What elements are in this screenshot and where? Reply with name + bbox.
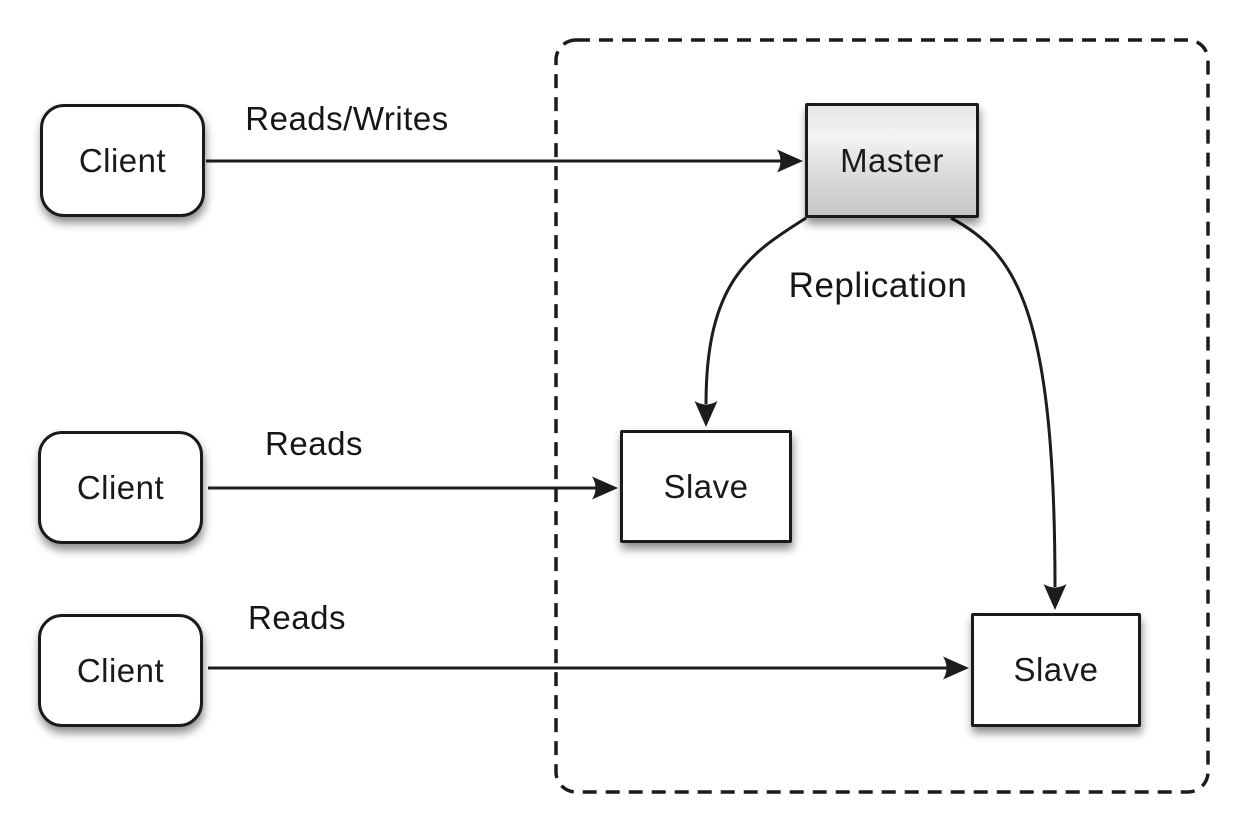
arrowhead-icon	[943, 656, 969, 680]
edge-curve	[950, 216, 1057, 588]
arrowhead-icon	[694, 401, 718, 427]
node-client-3: Client	[38, 614, 203, 727]
edge-master-slave2	[950, 216, 1067, 610]
node-slave-2: Slave	[971, 613, 1141, 727]
replication-cluster-boundary	[554, 38, 1210, 794]
node-label: Slave	[663, 467, 749, 505]
edge-master-slave1	[694, 216, 807, 427]
edge-label-reads-writes: Reads/Writes	[245, 100, 449, 137]
node-label: Master	[840, 141, 944, 179]
arrowhead-icon	[777, 149, 803, 173]
arrowhead-icon	[1043, 584, 1067, 610]
node-label: Client	[76, 651, 165, 689]
arrowhead-icon	[592, 476, 618, 500]
node-client-2: Client	[38, 431, 203, 544]
node-master: Master	[805, 103, 979, 218]
edge-client1-master	[206, 149, 803, 173]
node-client-1: Client	[40, 104, 205, 217]
node-label: Slave	[1013, 651, 1099, 688]
edge-label-reads-1: Reads	[265, 425, 363, 462]
edge-label-replication: Replication	[788, 266, 968, 305]
edge-curve	[704, 216, 807, 405]
edge-client3-slave2	[208, 656, 969, 680]
node-slave-1: Slave	[620, 430, 792, 543]
edge-client2-slave1	[208, 476, 618, 500]
node-label: Client	[78, 141, 167, 179]
node-label: Client	[76, 468, 165, 506]
edge-label-reads-2: Reads	[248, 599, 346, 636]
